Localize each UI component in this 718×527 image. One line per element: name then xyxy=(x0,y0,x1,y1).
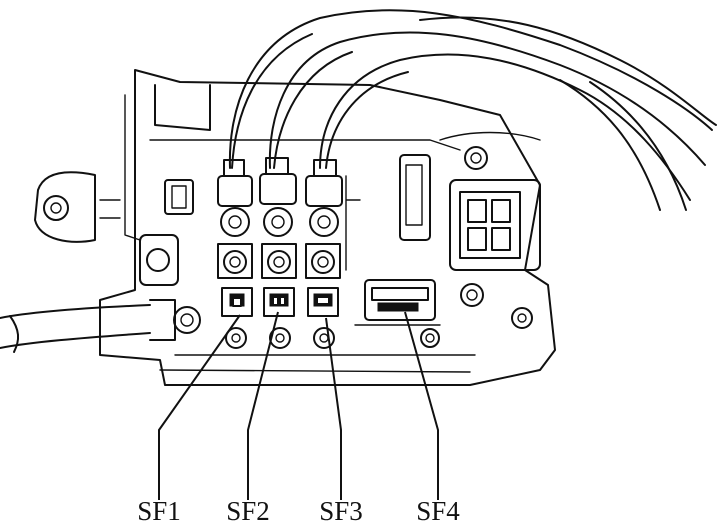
leader-lines xyxy=(158,311,439,500)
label-sf2: SF2 xyxy=(226,496,270,526)
leader-sf2 xyxy=(247,311,279,500)
label-sf3: SF3 xyxy=(319,496,363,526)
terminal-column-1 xyxy=(217,159,253,349)
terminal-column-2 xyxy=(259,157,297,349)
fuse-sf2 xyxy=(263,287,295,317)
fuse-sf3 xyxy=(307,287,339,317)
label-sf4: SF4 xyxy=(416,496,460,526)
leader-sf3 xyxy=(325,317,342,500)
wire-harness xyxy=(228,9,717,211)
fuse-sf4 xyxy=(354,279,441,348)
label-sf1: SF1 xyxy=(137,496,181,526)
fuse-box-housing xyxy=(34,69,556,386)
leader-sf4 xyxy=(404,311,439,500)
terminal-column-3 xyxy=(305,159,361,349)
fuse-sf1 xyxy=(221,287,253,317)
main-cable xyxy=(0,299,201,353)
leader-sf1 xyxy=(158,314,241,500)
relay-connector xyxy=(399,131,541,329)
